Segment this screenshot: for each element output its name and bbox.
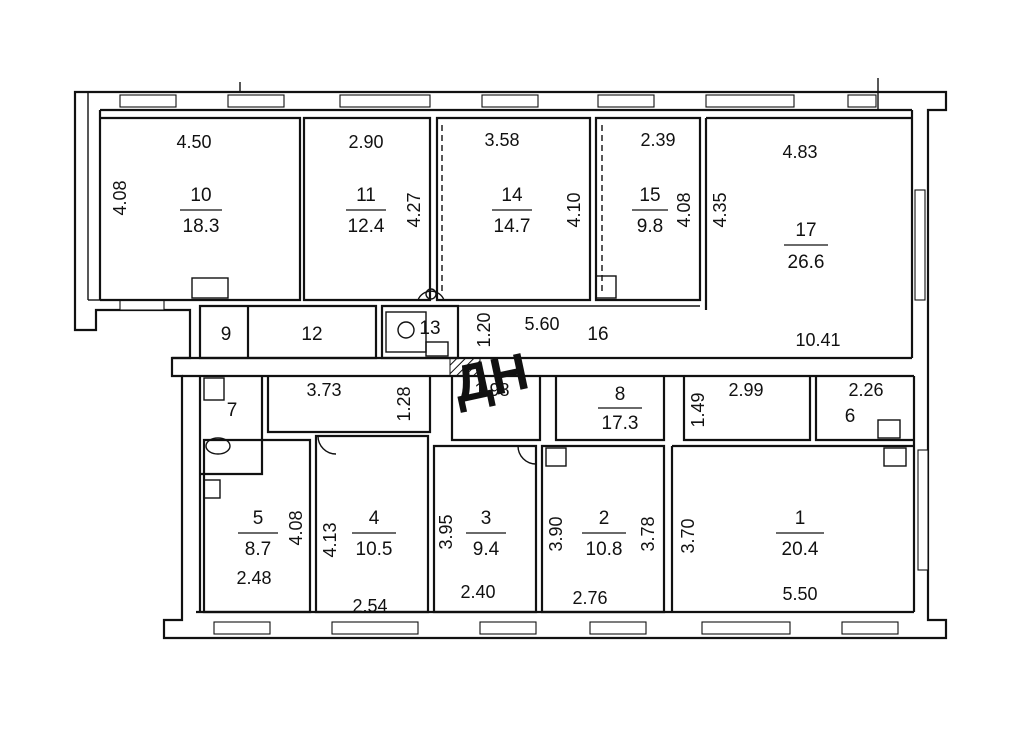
room-14-number: 14: [501, 185, 523, 206]
room-14-width: 3.58: [484, 130, 519, 150]
room-1-width: 5.50: [782, 584, 817, 604]
room-10-height: 4.08: [110, 180, 130, 215]
room-8-area: 17.3: [602, 413, 639, 434]
corridor-mid-width: 1.98: [474, 380, 509, 400]
room-4-height: 4.13: [320, 522, 340, 557]
lower-walls: [198, 357, 914, 614]
room-7-number: 7: [227, 400, 238, 421]
room-15-number: 15: [639, 185, 660, 206]
middle-walls: [172, 304, 914, 378]
room-2-number: 2: [599, 508, 610, 529]
room-3-width: 2.40: [460, 582, 495, 602]
room-12-number: 12: [301, 324, 322, 345]
room-14-height: 4.10: [564, 192, 584, 227]
corridor-16-height: 1.20: [474, 312, 494, 347]
room-17-area: 26.6: [788, 252, 825, 273]
windows-top: [119, 94, 877, 108]
room-17-number: 17: [795, 220, 816, 241]
room-15-height: 4.08: [674, 192, 694, 227]
room-1-area: 20.4: [782, 539, 819, 560]
corridor-left-height: 1.28: [394, 386, 414, 421]
room-labels: 10 18.3 4.50 4.08 11 12.4 2.90 4.27 14 1…: [110, 130, 884, 616]
fixtures: [191, 275, 907, 499]
room-11-width: 2.90: [348, 132, 383, 152]
room-9-number: 9: [221, 324, 232, 345]
windows-bottom: [213, 621, 899, 635]
room-11-number: 11: [356, 185, 376, 206]
room-4-width: 2.54: [352, 596, 387, 616]
top-row-walls: [100, 116, 912, 310]
room-5-area: 8.7: [245, 539, 271, 560]
room-3-height: 3.95: [436, 514, 456, 549]
room-2-width: 2.76: [572, 588, 607, 608]
room-2-area: 10.8: [586, 539, 623, 560]
corridor-16-length: 10.41: [795, 330, 840, 350]
room-6-width: 2.26: [848, 380, 883, 400]
room-5-number: 5: [253, 508, 264, 529]
corridor-right-height: 1.49: [688, 392, 708, 427]
room-10-number: 10: [190, 185, 211, 206]
room-1-number: 1: [795, 508, 806, 529]
room-10-area: 18.3: [183, 216, 220, 237]
room-1-height: 3.70: [678, 518, 698, 553]
room-2-height-left: 3.90: [546, 516, 566, 551]
room-17-height: 4.35: [710, 192, 730, 227]
room-2-height-right: 3.78: [638, 516, 658, 551]
corridor-right-width: 2.99: [728, 380, 763, 400]
room-13-number: 13: [419, 318, 440, 339]
room-11-area: 12.4: [348, 216, 385, 237]
watermark-logo: ДН: [449, 342, 534, 414]
room-4-number: 4: [369, 508, 380, 529]
room-10-width: 4.50: [176, 132, 211, 152]
room-17-width: 4.83: [782, 142, 817, 162]
room-14-area: 14.7: [494, 216, 531, 237]
room-3-area: 9.4: [473, 539, 500, 560]
room-5-width: 2.48: [236, 568, 271, 588]
corridor-left-width: 3.73: [306, 380, 341, 400]
room-11-height: 4.27: [404, 192, 424, 227]
room-4-area: 10.5: [356, 539, 393, 560]
room-5-height: 4.08: [286, 510, 306, 545]
corridor-16-width: 5.60: [524, 314, 559, 334]
windows-side: [119, 189, 929, 571]
room-15-width: 2.39: [640, 130, 675, 150]
room-8-number: 8: [615, 384, 626, 405]
room-16-number: 16: [587, 324, 608, 345]
room-6-number: 6: [845, 406, 856, 427]
room-15-area: 9.8: [637, 216, 663, 237]
room-3-number: 3: [481, 508, 492, 529]
